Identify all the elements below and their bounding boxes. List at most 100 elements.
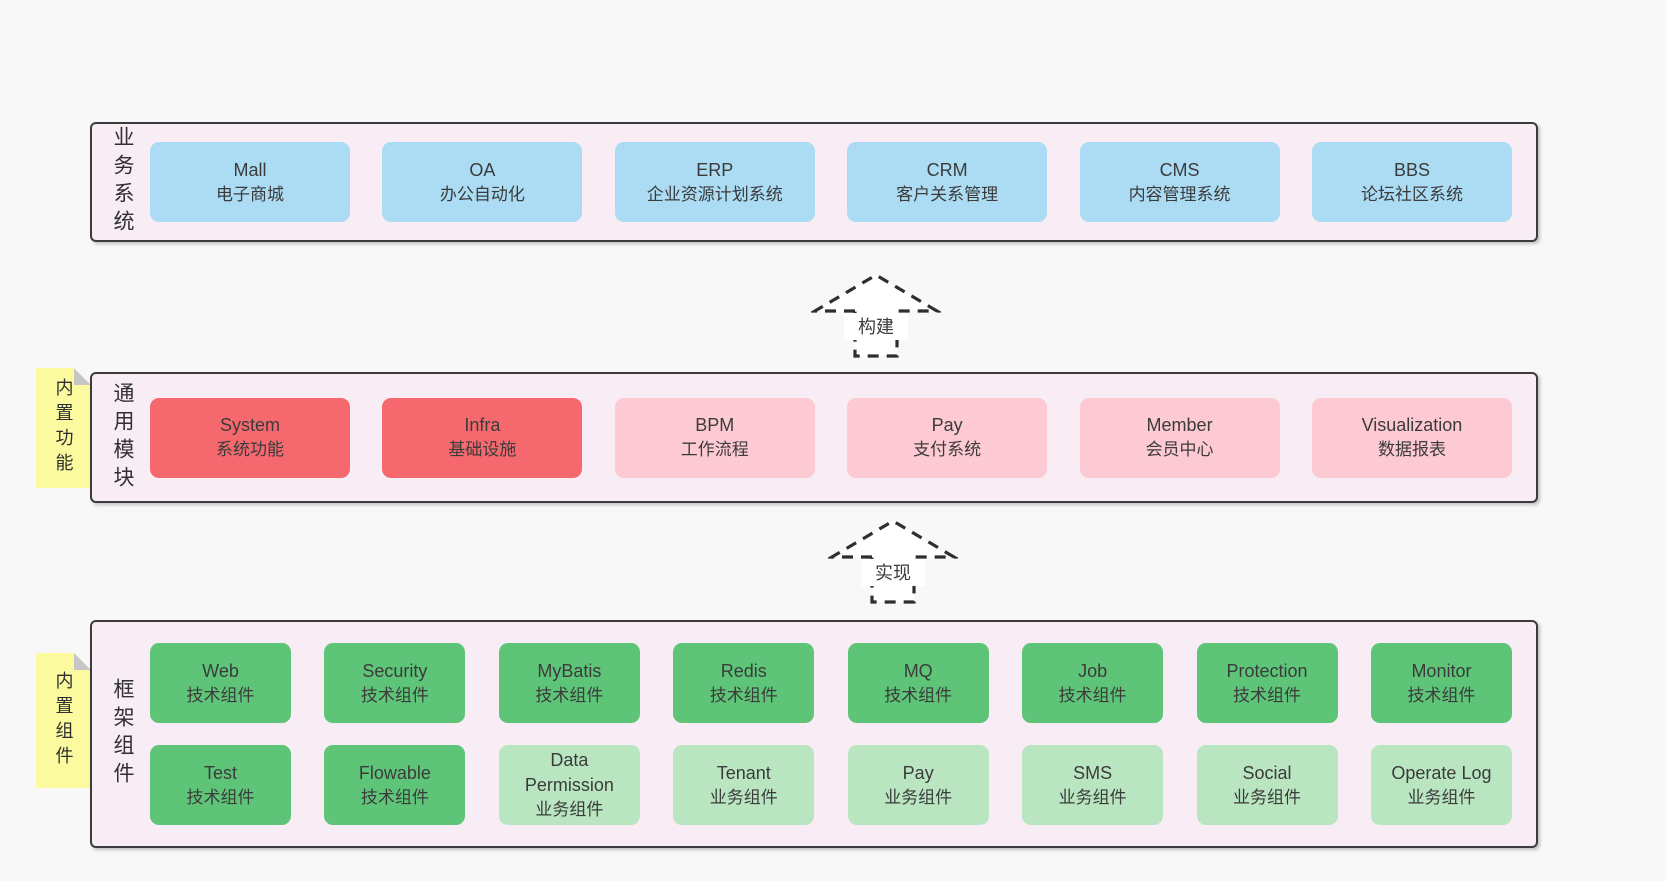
module-subtitle: 技术组件 — [186, 685, 255, 705]
module-box-job: Job 技术组件 — [1022, 643, 1164, 723]
module-title: Web — [202, 660, 239, 681]
module-title: Job — [1078, 660, 1108, 681]
module-title: CMS — [1159, 159, 1200, 180]
module-title: Data Permission — [524, 750, 614, 796]
module-box-operate-log: Operate Log 业务组件 — [1370, 745, 1512, 825]
module-title: Tenant — [716, 762, 771, 783]
implement-arrow-label: 实现 — [875, 563, 911, 583]
sticky-note-label: 内置功能 — [53, 378, 74, 478]
folded-corner — [74, 368, 91, 385]
sticky-note-label: 内置组件 — [53, 670, 74, 771]
module-box-visualization: Visualization 数据报表 — [1311, 397, 1512, 478]
module-subtitle: 内容管理系统 — [1128, 184, 1231, 204]
module-title: BBS — [1393, 159, 1430, 180]
module-subtitle: 技术组件 — [709, 685, 778, 705]
built-in-components-sticky-note: 内置组件 — [36, 653, 91, 788]
arrow-label-bg — [844, 313, 908, 340]
module-subtitle: 技术组件 — [186, 787, 255, 807]
module-title: CRM — [926, 159, 968, 180]
module-title: Social — [1242, 762, 1292, 783]
module-subtitle: 技术组件 — [535, 685, 604, 705]
module-box-oa: OA 办公自动化 — [382, 142, 583, 222]
module-subtitle: 技术组件 — [360, 685, 429, 705]
module-subtitle: 支付系统 — [913, 440, 982, 460]
module-box-bbs: BBS 论坛社区系统 — [1311, 142, 1512, 222]
module-box-mybatis: MyBatis 技术组件 — [498, 643, 640, 723]
module-title: ERP — [696, 159, 734, 180]
module-box-tenant: Tenant 业务组件 — [673, 745, 815, 825]
module-box-protection: Protection 技术组件 — [1196, 643, 1338, 723]
module-box-erp: ERP 企业资源计划系统 — [614, 142, 815, 222]
module-title: Protection — [1226, 660, 1308, 681]
build-arrow: 构建 — [811, 273, 941, 358]
module-subtitle: 业务组件 — [884, 787, 953, 807]
built-in-features-sticky-note: 内置功能 — [36, 368, 91, 488]
module-box-system: System 系统功能 — [150, 397, 350, 478]
module-subtitle: 基础设施 — [448, 440, 517, 460]
module-box-web: Web 技术组件 — [150, 643, 291, 723]
module-subtitle: 企业资源计划系统 — [646, 184, 783, 204]
layer-label: 业务系统 — [111, 126, 134, 238]
module-title: MyBatis — [537, 660, 602, 681]
module-box-data-permission: Data Permission 业务组件 — [498, 745, 640, 825]
module-subtitle: 技术组件 — [884, 685, 953, 705]
arrow-label-bg — [861, 559, 925, 586]
module-subtitle: 系统功能 — [216, 440, 284, 460]
module-title: BPM — [695, 415, 735, 436]
module-subtitle: 业务组件 — [1058, 787, 1127, 807]
module-box-flowable: Flowable 技术组件 — [324, 745, 466, 825]
module-box-bpm: BPM 工作流程 — [614, 397, 815, 478]
module-title: Pay — [931, 415, 963, 436]
module-box-test: Test 技术组件 — [150, 745, 291, 825]
module-subtitle: 数据报表 — [1377, 440, 1446, 460]
module-box-security: Security 技术组件 — [324, 643, 466, 723]
module-box-sms: SMS 业务组件 — [1022, 745, 1164, 825]
module-title: Security — [362, 660, 428, 681]
module-subtitle: 工作流程 — [680, 440, 749, 460]
module-subtitle: 技术组件 — [360, 787, 429, 807]
module-title: Infra — [464, 415, 501, 436]
module-title: OA — [469, 159, 496, 180]
module-box-pay: Pay 支付系统 — [847, 397, 1048, 478]
module-title: SMS — [1073, 762, 1113, 783]
module-subtitle: 办公自动化 — [439, 184, 525, 204]
build-arrow-label: 构建 — [858, 317, 894, 337]
module-title: Operate Log — [1391, 762, 1492, 783]
module-box-mq: MQ 技术组件 — [847, 643, 989, 723]
module-subtitle: 业务组件 — [709, 787, 778, 807]
module-title: Member — [1146, 415, 1213, 436]
layer-label: 通用模块 — [111, 381, 134, 494]
module-title: Flowable — [358, 762, 431, 783]
module-box-cms: CMS 内容管理系统 — [1079, 142, 1280, 222]
module-subtitle: 业务组件 — [1407, 787, 1476, 807]
module-subtitle: 技术组件 — [1233, 685, 1302, 705]
module-subtitle: 技术组件 — [1058, 685, 1127, 705]
module-subtitle: 业务组件 — [535, 800, 604, 820]
module-title: System — [219, 415, 280, 436]
module-title: Test — [203, 762, 237, 783]
module-subtitle: 论坛社区系统 — [1360, 184, 1463, 204]
layer-label: 框架组件 — [111, 678, 134, 790]
module-box-infra: Infra 基础设施 — [382, 397, 583, 478]
module-title: Monitor — [1411, 660, 1472, 681]
module-title: MQ — [903, 660, 933, 681]
module-title: Pay — [902, 762, 934, 783]
module-box-pay: Pay 业务组件 — [847, 745, 989, 825]
module-title: Mall — [233, 159, 267, 180]
common-modules-layer: 通用模块 System 系统功能 Infra 基础设施 BPM 工作流程 Pay 支付系统 Me… — [90, 372, 1538, 503]
module-title: Visualization — [1361, 415, 1463, 436]
folded-corner — [74, 653, 91, 670]
